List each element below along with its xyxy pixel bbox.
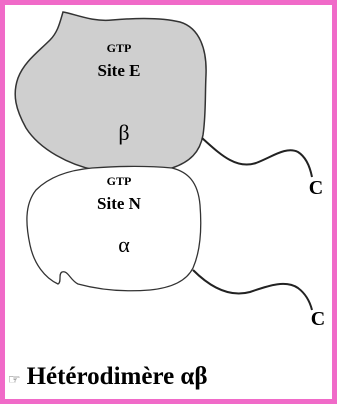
- beta-c-tail: [201, 137, 313, 178]
- pointing-hand-icon: ☞: [8, 373, 21, 388]
- beta-gtp-label: GTP: [107, 41, 132, 55]
- caption-text: Hétérodimère αβ: [26, 363, 208, 390]
- alpha-symbol: α: [118, 232, 130, 257]
- alpha-subunit-shape: [26, 165, 202, 292]
- beta-subunit-shape: [14, 11, 207, 175]
- beta-c-terminal-label: C: [309, 177, 323, 199]
- alpha-gtp-label: GTP: [107, 174, 132, 188]
- alpha-site-label: Site N: [97, 194, 142, 213]
- alpha-c-tail: [192, 269, 313, 311]
- beta-symbol: β: [118, 120, 129, 145]
- alpha-c-terminal-label: C: [311, 308, 325, 330]
- beta-site-label: Site E: [98, 61, 141, 80]
- caption: ☞ Hétérodimère αβ: [8, 363, 208, 391]
